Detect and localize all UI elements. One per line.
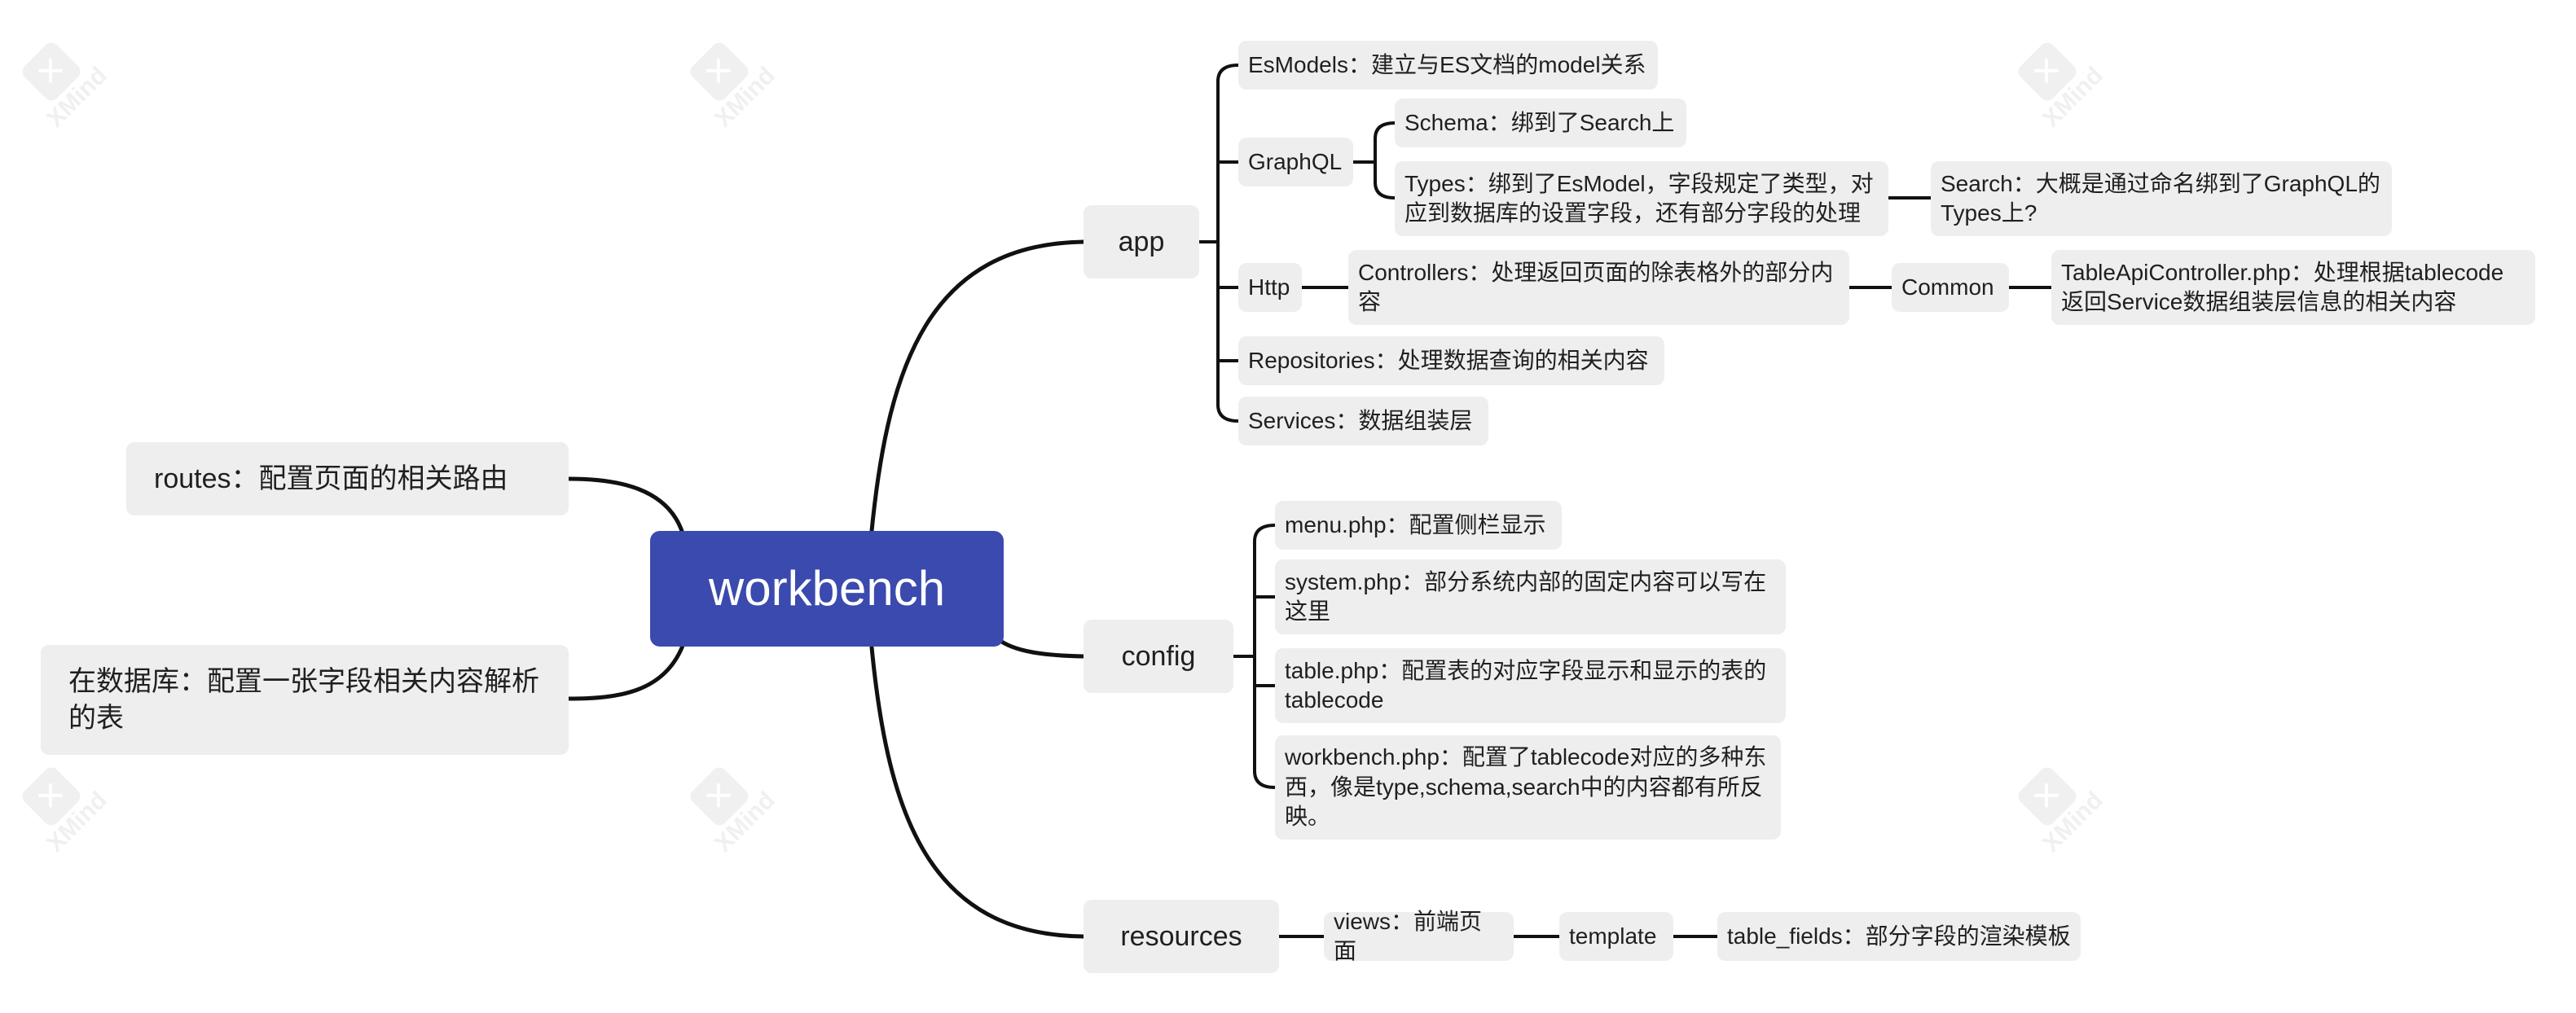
connector-app <box>869 239 1086 533</box>
topic-resources[interactable]: resources <box>1084 900 1279 973</box>
central-topic-label: workbench <box>708 561 946 616</box>
subtopic-common[interactable]: Common <box>1892 263 2009 312</box>
subtopic-views-label: views：前端页面 <box>1334 908 1483 963</box>
connector-db <box>566 643 685 701</box>
subtopic-views[interactable]: views：前端页面 <box>1324 909 1514 963</box>
subtopic-table-php[interactable]: table.php：配置表的对应字段显示和显示的表的tablecode <box>1275 648 1786 723</box>
watermark-logo: ✕XMind <box>9 754 112 857</box>
topic-config-label: config <box>1121 640 1196 672</box>
subtopic-tableapicontroller[interactable]: TableApiController.php：处理根据tablecode返回Se… <box>2051 250 2535 325</box>
connector-routes <box>566 476 685 536</box>
central-topic[interactable]: workbench <box>650 531 1004 647</box>
subtopic-search-label: Search：大概是通过命名绑到了GraphQL的Types上? <box>1941 170 2380 226</box>
subtopic-menu-php[interactable]: menu.php：配置侧栏显示 <box>1275 501 1562 550</box>
subtopic-http[interactable]: Http <box>1238 263 1302 312</box>
subtopic-common-label: Common <box>1901 274 1994 300</box>
topic-app[interactable]: app <box>1084 205 1199 278</box>
watermark-logo: ✕XMind <box>9 29 112 133</box>
subtopic-template-label: template <box>1569 923 1657 949</box>
subtopic-services[interactable]: Services：数据组装层 <box>1238 397 1488 445</box>
subtopic-search[interactable]: Search：大概是通过命名绑到了GraphQL的Types上? <box>1931 161 2392 236</box>
watermark-logo: ✕XMind <box>2005 754 2108 857</box>
watermark-logo: ✕XMind <box>2005 29 2108 133</box>
connector-resources <box>869 645 1086 939</box>
subtopic-esmodels-label: EsModels：建立与ES文档的model关系 <box>1248 51 1646 77</box>
topic-routes[interactable]: routes：配置页面的相关路由 <box>126 442 569 515</box>
watermark-logo: ✕XMind <box>677 29 780 133</box>
subtopic-repositories[interactable]: Repositories：处理数据查询的相关内容 <box>1238 336 1664 385</box>
subtopic-workbench-php[interactable]: workbench.php：配置了tablecode对应的多种东西，像是type… <box>1275 735 1781 840</box>
connector-config <box>996 637 1086 659</box>
subtopic-graphql[interactable]: GraphQL <box>1238 138 1353 186</box>
topic-database[interactable]: 在数据库：配置一张字段相关内容解析的表 <box>41 645 569 755</box>
topic-resources-label: resources <box>1120 920 1242 952</box>
subtopic-schema[interactable]: Schema：绑到了Search上 <box>1395 99 1686 147</box>
subtopic-http-label: Http <box>1248 274 1290 300</box>
subtopic-controllers-label: Controllers：处理返回页面的除表格外的部分内容 <box>1358 259 1834 314</box>
subtopic-types[interactable]: Types：绑到了EsModel，字段规定了类型，对应到数据库的设置字段，还有部… <box>1395 161 1888 236</box>
subtopic-tableapicontroller-label: TableApiController.php：处理根据tablecode返回Se… <box>2061 259 2504 314</box>
subtopic-controllers[interactable]: Controllers：处理返回页面的除表格外的部分内容 <box>1348 250 1849 325</box>
subtopic-schema-label: Schema：绑到了Search上 <box>1404 109 1675 135</box>
subtopic-types-label: Types：绑到了EsModel，字段规定了类型，对应到数据库的设置字段，还有部… <box>1404 170 1874 226</box>
subtopic-workbench-php-label: workbench.php：配置了tablecode对应的多种东西，像是type… <box>1285 744 1767 830</box>
topic-routes-label: routes：配置页面的相关路由 <box>154 463 508 494</box>
subtopic-menu-php-label: menu.php：配置侧栏显示 <box>1285 511 1546 537</box>
subtopic-template[interactable]: template <box>1559 912 1673 961</box>
watermark-logo: ✕XMind <box>677 754 780 857</box>
subtopic-system-php[interactable]: system.php：部分系统内部的固定内容可以写在这里 <box>1275 559 1786 634</box>
subtopic-table-php-label: table.php：配置表的对应字段显示和显示的表的tablecode <box>1285 657 1767 713</box>
topic-database-label: 在数据库：配置一张字段相关内容解析的表 <box>68 666 539 734</box>
topic-app-label: app <box>1118 226 1165 257</box>
subtopic-system-php-label: system.php：部分系统内部的固定内容可以写在这里 <box>1285 568 1767 624</box>
topic-config[interactable]: config <box>1084 620 1233 693</box>
subtopic-table-fields-label: table_fields：部分字段的渲染模板 <box>1727 923 2071 949</box>
subtopic-graphql-label: GraphQL <box>1248 148 1343 174</box>
subtopic-table-fields[interactable]: table_fields：部分字段的渲染模板 <box>1717 912 2081 961</box>
subtopic-repositories-label: Repositories：处理数据查询的相关内容 <box>1248 347 1649 373</box>
subtopic-services-label: Services：数据组装层 <box>1248 407 1473 433</box>
subtopic-esmodels[interactable]: EsModels：建立与ES文档的model关系 <box>1238 41 1658 90</box>
